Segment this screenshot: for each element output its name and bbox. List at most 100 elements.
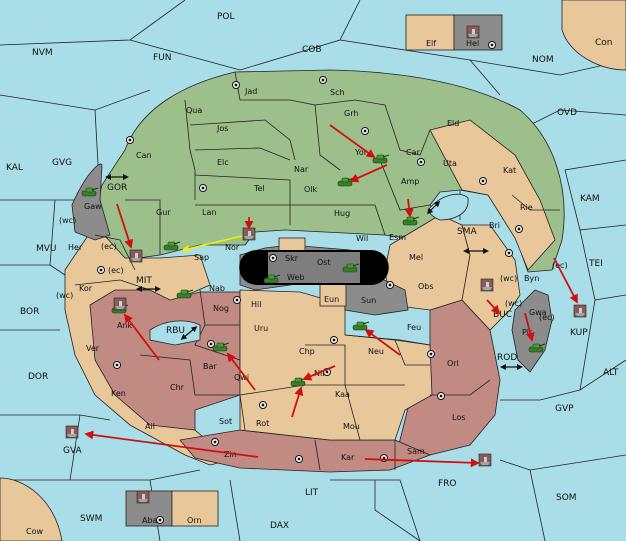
label-mit: MIT bbox=[136, 276, 152, 286]
ring-landmass bbox=[64, 69, 565, 473]
label-lit: LIT bbox=[305, 488, 319, 498]
label-cob: COB bbox=[302, 45, 322, 55]
label-gvp: GVP bbox=[555, 404, 574, 414]
label-sap: Sap bbox=[194, 253, 209, 262]
supply-center-icon bbox=[437, 392, 445, 400]
label-sam: Sam bbox=[407, 447, 425, 456]
tank-icon bbox=[352, 321, 370, 331]
supply-center-icon bbox=[232, 81, 240, 89]
label-obs: Obs bbox=[418, 282, 434, 291]
supply-center-icon bbox=[479, 177, 487, 185]
move-arrow bbox=[116, 203, 134, 249]
label-dax: DAX bbox=[270, 521, 289, 531]
move-arrow bbox=[553, 257, 578, 304]
province-gaw[interactable] bbox=[71, 163, 111, 241]
label-coast-ec-1: (ec) bbox=[101, 242, 117, 251]
label-alt: ALT bbox=[603, 368, 619, 378]
label-grh: Grh bbox=[344, 109, 358, 118]
supply-center-icon bbox=[126, 136, 134, 144]
province-con[interactable] bbox=[561, 0, 626, 71]
label-ost: Ost bbox=[317, 258, 331, 267]
label-fro: FRO bbox=[438, 479, 457, 489]
label-kaa: Kaa bbox=[335, 390, 350, 399]
label-amp: Amp bbox=[401, 177, 419, 186]
label-ver: Ver bbox=[86, 344, 100, 353]
label-car: Car bbox=[406, 148, 420, 157]
supply-center-icon bbox=[259, 401, 267, 409]
label-orn: Orn bbox=[187, 516, 202, 525]
label-jos: Jos bbox=[216, 124, 228, 133]
supply-center-icon bbox=[319, 76, 327, 84]
supply-center-icon bbox=[361, 127, 369, 135]
supply-center-icon bbox=[488, 41, 496, 49]
label-coast-wc-3: (wc) bbox=[500, 274, 517, 283]
double-arrow-icon bbox=[180, 326, 198, 340]
label-gaw: Gaw bbox=[84, 202, 102, 211]
ship-icon bbox=[466, 25, 480, 39]
label-coast-ec-2: (ec) bbox=[108, 266, 124, 275]
label-rie: Rie bbox=[520, 203, 533, 212]
label-uta: Uta bbox=[443, 159, 457, 168]
move-arrow bbox=[349, 164, 388, 183]
label-jad: Jad bbox=[244, 87, 257, 96]
label-tei: TEI bbox=[588, 259, 603, 269]
label-sch: Sch bbox=[330, 88, 345, 97]
label-qua: Qua bbox=[186, 106, 202, 115]
supply-center-icon bbox=[156, 516, 164, 524]
label-coast-wc-2: (wc) bbox=[56, 291, 73, 300]
supply-center-icon bbox=[233, 296, 241, 304]
label-rod: ROD bbox=[497, 353, 517, 363]
move-arrow bbox=[404, 198, 414, 218]
support-arrow bbox=[181, 235, 243, 253]
label-rbu: RBU bbox=[166, 326, 185, 336]
central-lake-inner bbox=[268, 252, 360, 283]
label-sun: Sun bbox=[361, 296, 376, 305]
label-swm: SWM bbox=[80, 514, 102, 524]
label-rot: Rot bbox=[256, 419, 269, 428]
label-mvu: MVU bbox=[36, 244, 57, 254]
label-bri: Bri bbox=[489, 221, 500, 230]
double-arrow-icon bbox=[426, 200, 441, 215]
label-wil: Wil bbox=[356, 234, 368, 243]
label-ail: Ail bbox=[145, 422, 155, 431]
label-mou: Mou bbox=[343, 422, 360, 431]
label-ank: Ank bbox=[117, 321, 133, 330]
label-tel: Tel bbox=[253, 184, 265, 193]
label-buc: BUC bbox=[493, 310, 512, 320]
province-orn[interactable] bbox=[171, 490, 219, 527]
label-kat: Kat bbox=[503, 166, 516, 175]
region-center-tan bbox=[239, 289, 433, 441]
label-byn: Byn bbox=[524, 274, 539, 283]
label-nor: Nor bbox=[225, 243, 240, 252]
move-arrow bbox=[123, 313, 160, 361]
label-sot: Sot bbox=[219, 417, 232, 426]
adjacency-arrows bbox=[105, 174, 523, 370]
label-ovd: OVD bbox=[557, 108, 577, 118]
move-arrow bbox=[329, 124, 376, 159]
label-uru: Uru bbox=[254, 324, 268, 333]
ship-icon bbox=[480, 278, 494, 292]
label-zin: Zin bbox=[224, 450, 237, 459]
supply-center-icon bbox=[330, 336, 338, 344]
label-los: Los bbox=[452, 413, 465, 422]
label-kar: Kar bbox=[341, 453, 355, 462]
label-chp: Chp bbox=[299, 347, 315, 356]
label-con: Con bbox=[595, 38, 613, 48]
label-eld: Eld bbox=[447, 119, 459, 128]
label-orl: Orl bbox=[447, 359, 459, 368]
label-kup: KUP bbox=[570, 328, 588, 338]
ship-icon bbox=[129, 249, 143, 263]
label-yor: Yor bbox=[354, 148, 368, 157]
supply-center-icon bbox=[199, 184, 207, 192]
label-gwa: Gwa bbox=[529, 308, 547, 317]
province-elf[interactable] bbox=[405, 14, 455, 51]
move-arrow bbox=[524, 312, 535, 342]
label-fun: FUN bbox=[153, 53, 172, 63]
map-labels: POL NVM FUN COB NOM Con Elf Hel OVD KAL … bbox=[6, 12, 619, 536]
supply-center-icon bbox=[505, 249, 513, 257]
label-gvg: GVG bbox=[52, 158, 72, 168]
label-her: Her bbox=[68, 243, 83, 252]
label-coast-ec-4: (ec) bbox=[539, 313, 555, 322]
supply-center-icon bbox=[386, 281, 394, 289]
